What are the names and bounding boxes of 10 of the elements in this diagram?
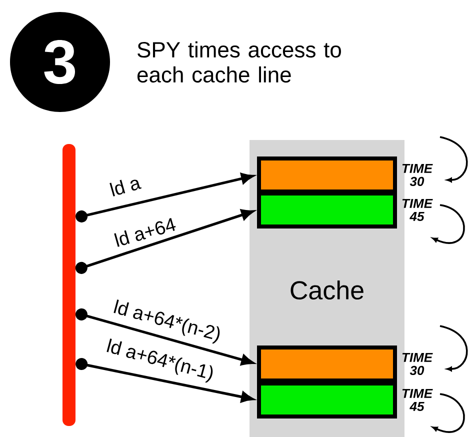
edge-label: ld a+64 bbox=[112, 215, 178, 249]
arrow bbox=[75, 308, 254, 366]
time-label: TIME 45 bbox=[402, 388, 433, 412]
arrow bbox=[75, 209, 254, 274]
thread-bar bbox=[62, 144, 76, 426]
time-label: TIME 45 bbox=[402, 198, 433, 222]
time-label: TIME 30 bbox=[402, 352, 433, 376]
heading: SPY times access to each cache line bbox=[137, 41, 341, 83]
time-label: TIME 30 bbox=[402, 164, 433, 186]
step-badge: 3 bbox=[10, 12, 110, 112]
